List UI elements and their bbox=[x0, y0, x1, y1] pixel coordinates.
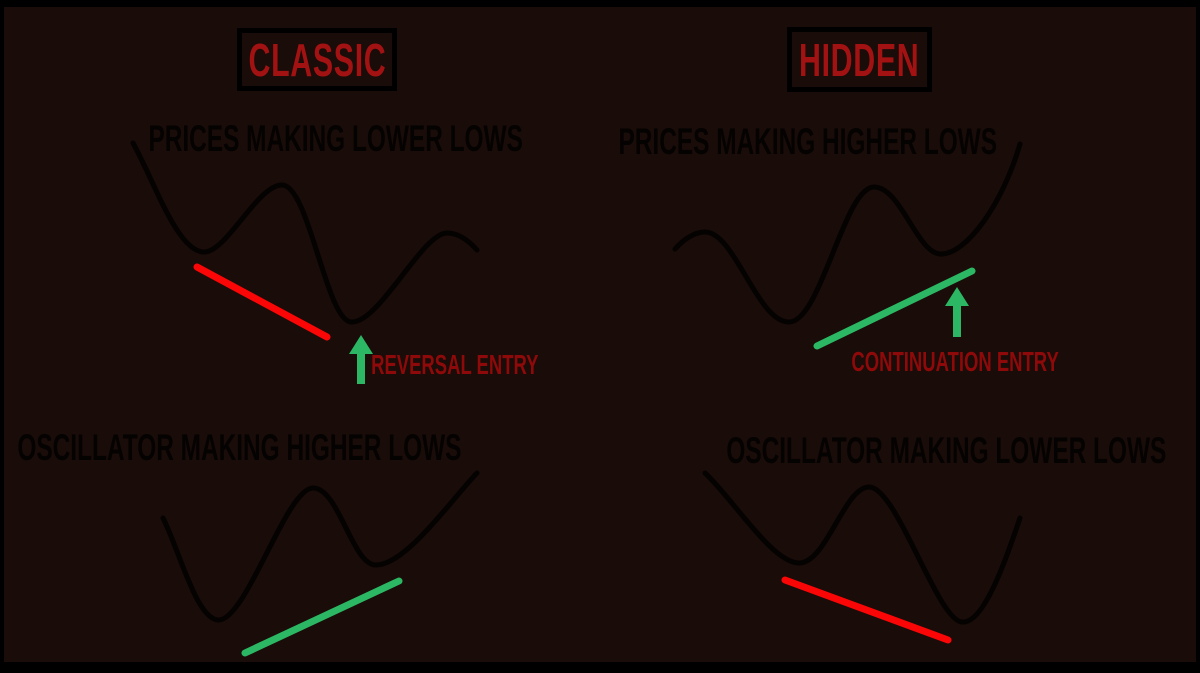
reversal-entry-label-text: REVERSAL ENTRY bbox=[371, 349, 539, 380]
classic-price-trendline-red bbox=[193, 263, 331, 341]
hidden-oscillator-trendline-red bbox=[781, 576, 952, 644]
classic-price-curve bbox=[130, 140, 480, 325]
classic-oscillator-heading: OSCILLATOR MAKING HIGHER LOWS bbox=[17, 427, 461, 468]
hidden-oscillator-curve bbox=[702, 470, 1023, 625]
classic-title-box: CLASSIC bbox=[237, 28, 397, 91]
hidden-price-trendline-green bbox=[813, 267, 976, 350]
hidden-entry-arrow bbox=[945, 287, 969, 337]
hidden-price-heading-text: PRICES MAKING HIGHER LOWS bbox=[618, 121, 998, 162]
classic-entry-arrow-head bbox=[349, 335, 373, 354]
hidden-title: HIDDEN bbox=[799, 33, 920, 86]
hidden-entry-arrow-head bbox=[945, 287, 969, 306]
hidden-oscillator-heading: OSCILLATOR MAKING LOWER LOWS bbox=[726, 430, 1166, 471]
classic-oscillator-heading-text: OSCILLATOR MAKING HIGHER LOWS bbox=[16, 427, 462, 468]
classic-entry-arrow bbox=[349, 335, 373, 384]
classic-price-heading: PRICES MAKING LOWER LOWS bbox=[136, 118, 536, 159]
classic-oscillator-curve bbox=[160, 470, 480, 623]
continuation-entry-label-text: CONTINUATION ENTRY bbox=[851, 346, 1059, 377]
hidden-price-heading: PRICES MAKING HIGHER LOWS bbox=[608, 121, 1008, 162]
continuation-entry-label: CONTINUATION ENTRY bbox=[851, 346, 1058, 377]
classic-price-heading-text: PRICES MAKING LOWER LOWS bbox=[148, 118, 524, 159]
hidden-oscillator-heading-text: OSCILLATOR MAKING LOWER LOWS bbox=[726, 430, 1166, 471]
reversal-entry-label: REVERSAL ENTRY bbox=[355, 349, 555, 380]
hidden-price-curve bbox=[672, 141, 1023, 325]
hidden-title-box: HIDDEN bbox=[787, 27, 932, 92]
classic-oscillator-trendline-green bbox=[241, 577, 403, 657]
classic-title: CLASSIC bbox=[248, 33, 386, 86]
